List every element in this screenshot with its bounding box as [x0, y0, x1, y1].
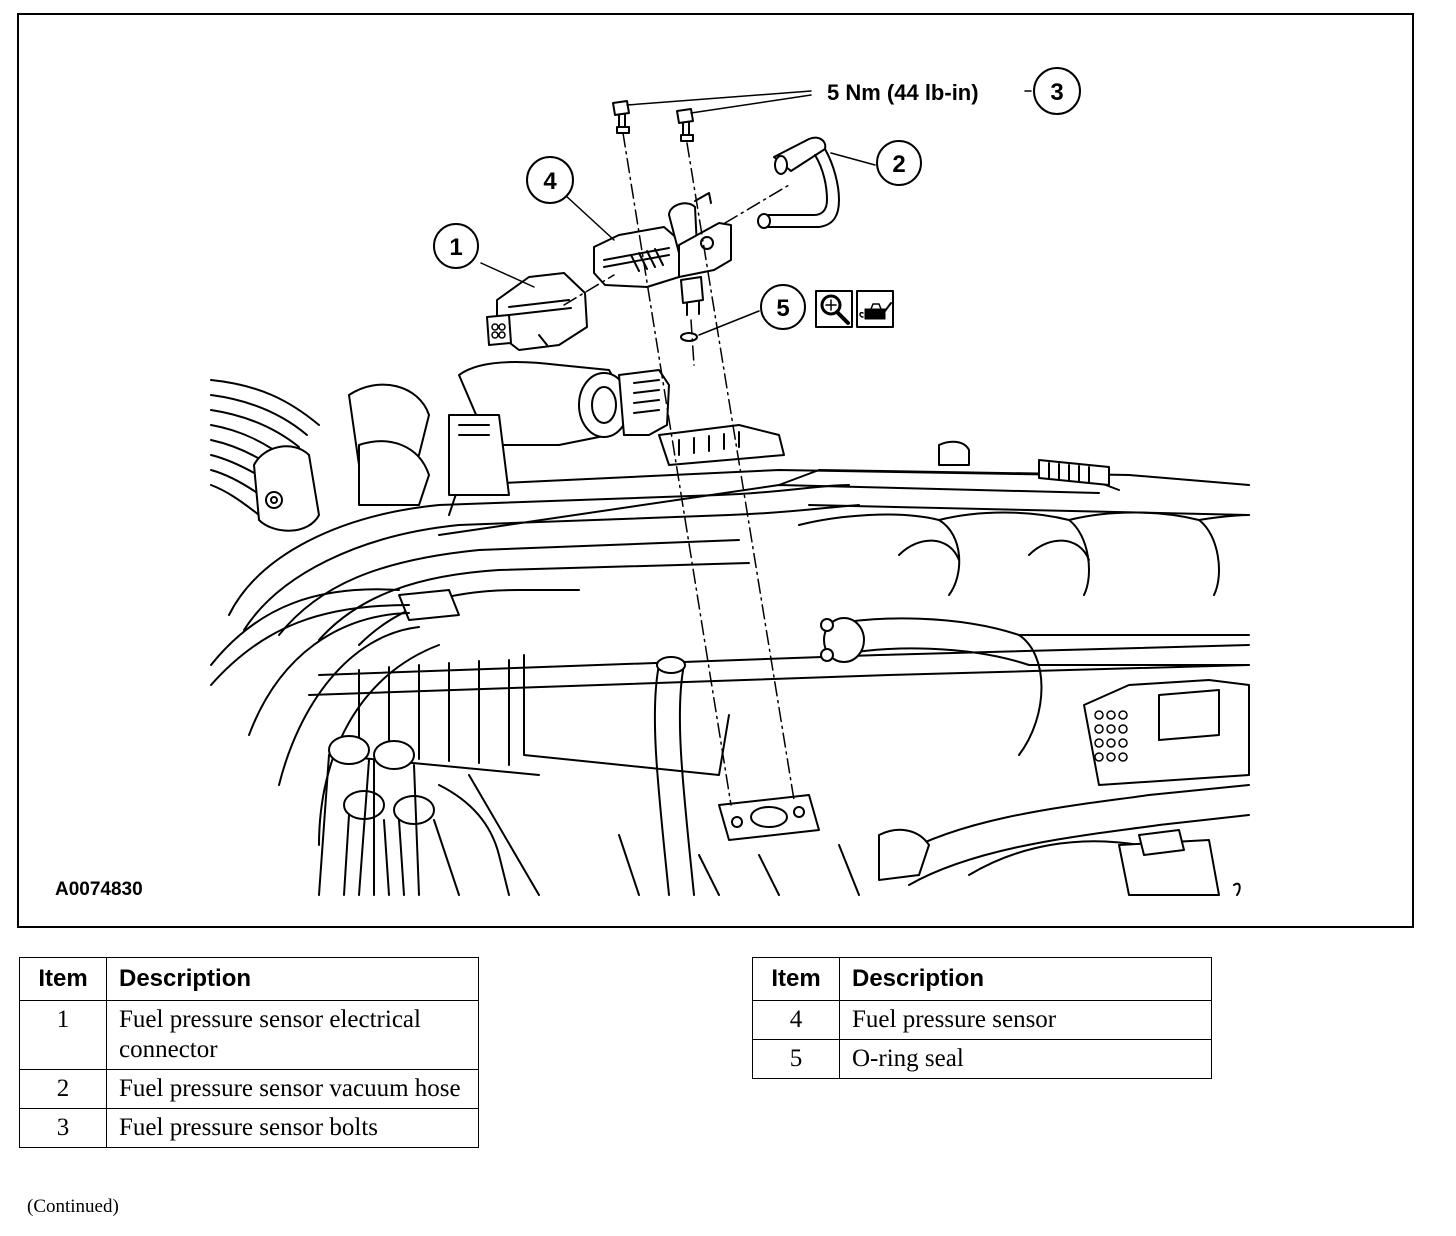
header-item: Item: [752, 957, 840, 1001]
table-header-row: Item Description: [19, 957, 479, 1001]
table-row: 5 O-ring seal: [752, 1039, 1212, 1079]
callout-3: [1033, 67, 1081, 115]
item-number: 1: [19, 1000, 107, 1070]
item-number: 3: [19, 1108, 107, 1148]
leader-lines: [480, 90, 1032, 336]
item-description: Fuel pressure sensor bolts: [106, 1108, 479, 1148]
callout-2-label: 2: [892, 151, 905, 178]
callout-4-label: 4: [543, 168, 557, 195]
table-row: 3 Fuel pressure sensor bolts: [19, 1108, 479, 1148]
sensor-bolt-right: [676, 108, 694, 142]
callout-2: [876, 140, 922, 186]
item-description: O-ring seal: [839, 1039, 1212, 1079]
item-description: Fuel pressure sensor vacuum hose: [106, 1069, 479, 1109]
vacuum-hose: [757, 136, 840, 229]
table-row: 4 Fuel pressure sensor: [752, 1000, 1212, 1040]
callout-1-label: 1: [449, 234, 462, 261]
engine-illustration: 1 2 3 4 5 5 Nm (44 lb-in) A0074830: [55, 67, 1250, 900]
o-ring-seal: [680, 332, 698, 342]
figure-id-label: A0074830: [55, 879, 143, 900]
items-table-right: Item Description 4 Fuel pressure sensor …: [752, 957, 1212, 1079]
fuel-pressure-sensor: [593, 192, 732, 316]
engine-intake-manifold: [210, 361, 1250, 896]
header-description: Description: [839, 957, 1212, 1001]
callout-5-label: 5: [776, 295, 789, 322]
torque-spec: 5 Nm (44 lb-in): [827, 80, 979, 105]
items-table-left: Item Description 1 Fuel pressure sensor …: [19, 957, 479, 1148]
lubricate-oil-can-icon: [856, 290, 894, 328]
item-description: Fuel pressure sensor electrical connecto…: [106, 1000, 479, 1070]
callout-1: [433, 223, 479, 269]
item-number: 2: [19, 1069, 107, 1109]
table-row: 2 Fuel pressure sensor vacuum hose: [19, 1069, 479, 1109]
item-number: 5: [752, 1039, 840, 1079]
callout-5: [760, 284, 806, 330]
callout-4: [526, 156, 574, 204]
item-description: Fuel pressure sensor: [839, 1000, 1212, 1040]
inspect-magnifier-icon: [815, 290, 853, 328]
header-item: Item: [19, 957, 107, 1001]
electrical-connector: [486, 272, 588, 351]
sensor-bolt-left: [612, 100, 630, 134]
table-header-row: Item Description: [752, 957, 1212, 1001]
header-description: Description: [106, 957, 479, 1001]
continued-note: (Continued): [27, 1196, 119, 1217]
item-number: 4: [752, 1000, 840, 1040]
alignment-lines: [563, 132, 795, 806]
table-row: 1 Fuel pressure sensor electrical connec…: [19, 1000, 479, 1070]
callout-3-label: 3: [1050, 79, 1063, 106]
diagram-figure: 1 2 3 4 5 5 Nm (44 lb-in) A0074830: [17, 13, 1414, 928]
